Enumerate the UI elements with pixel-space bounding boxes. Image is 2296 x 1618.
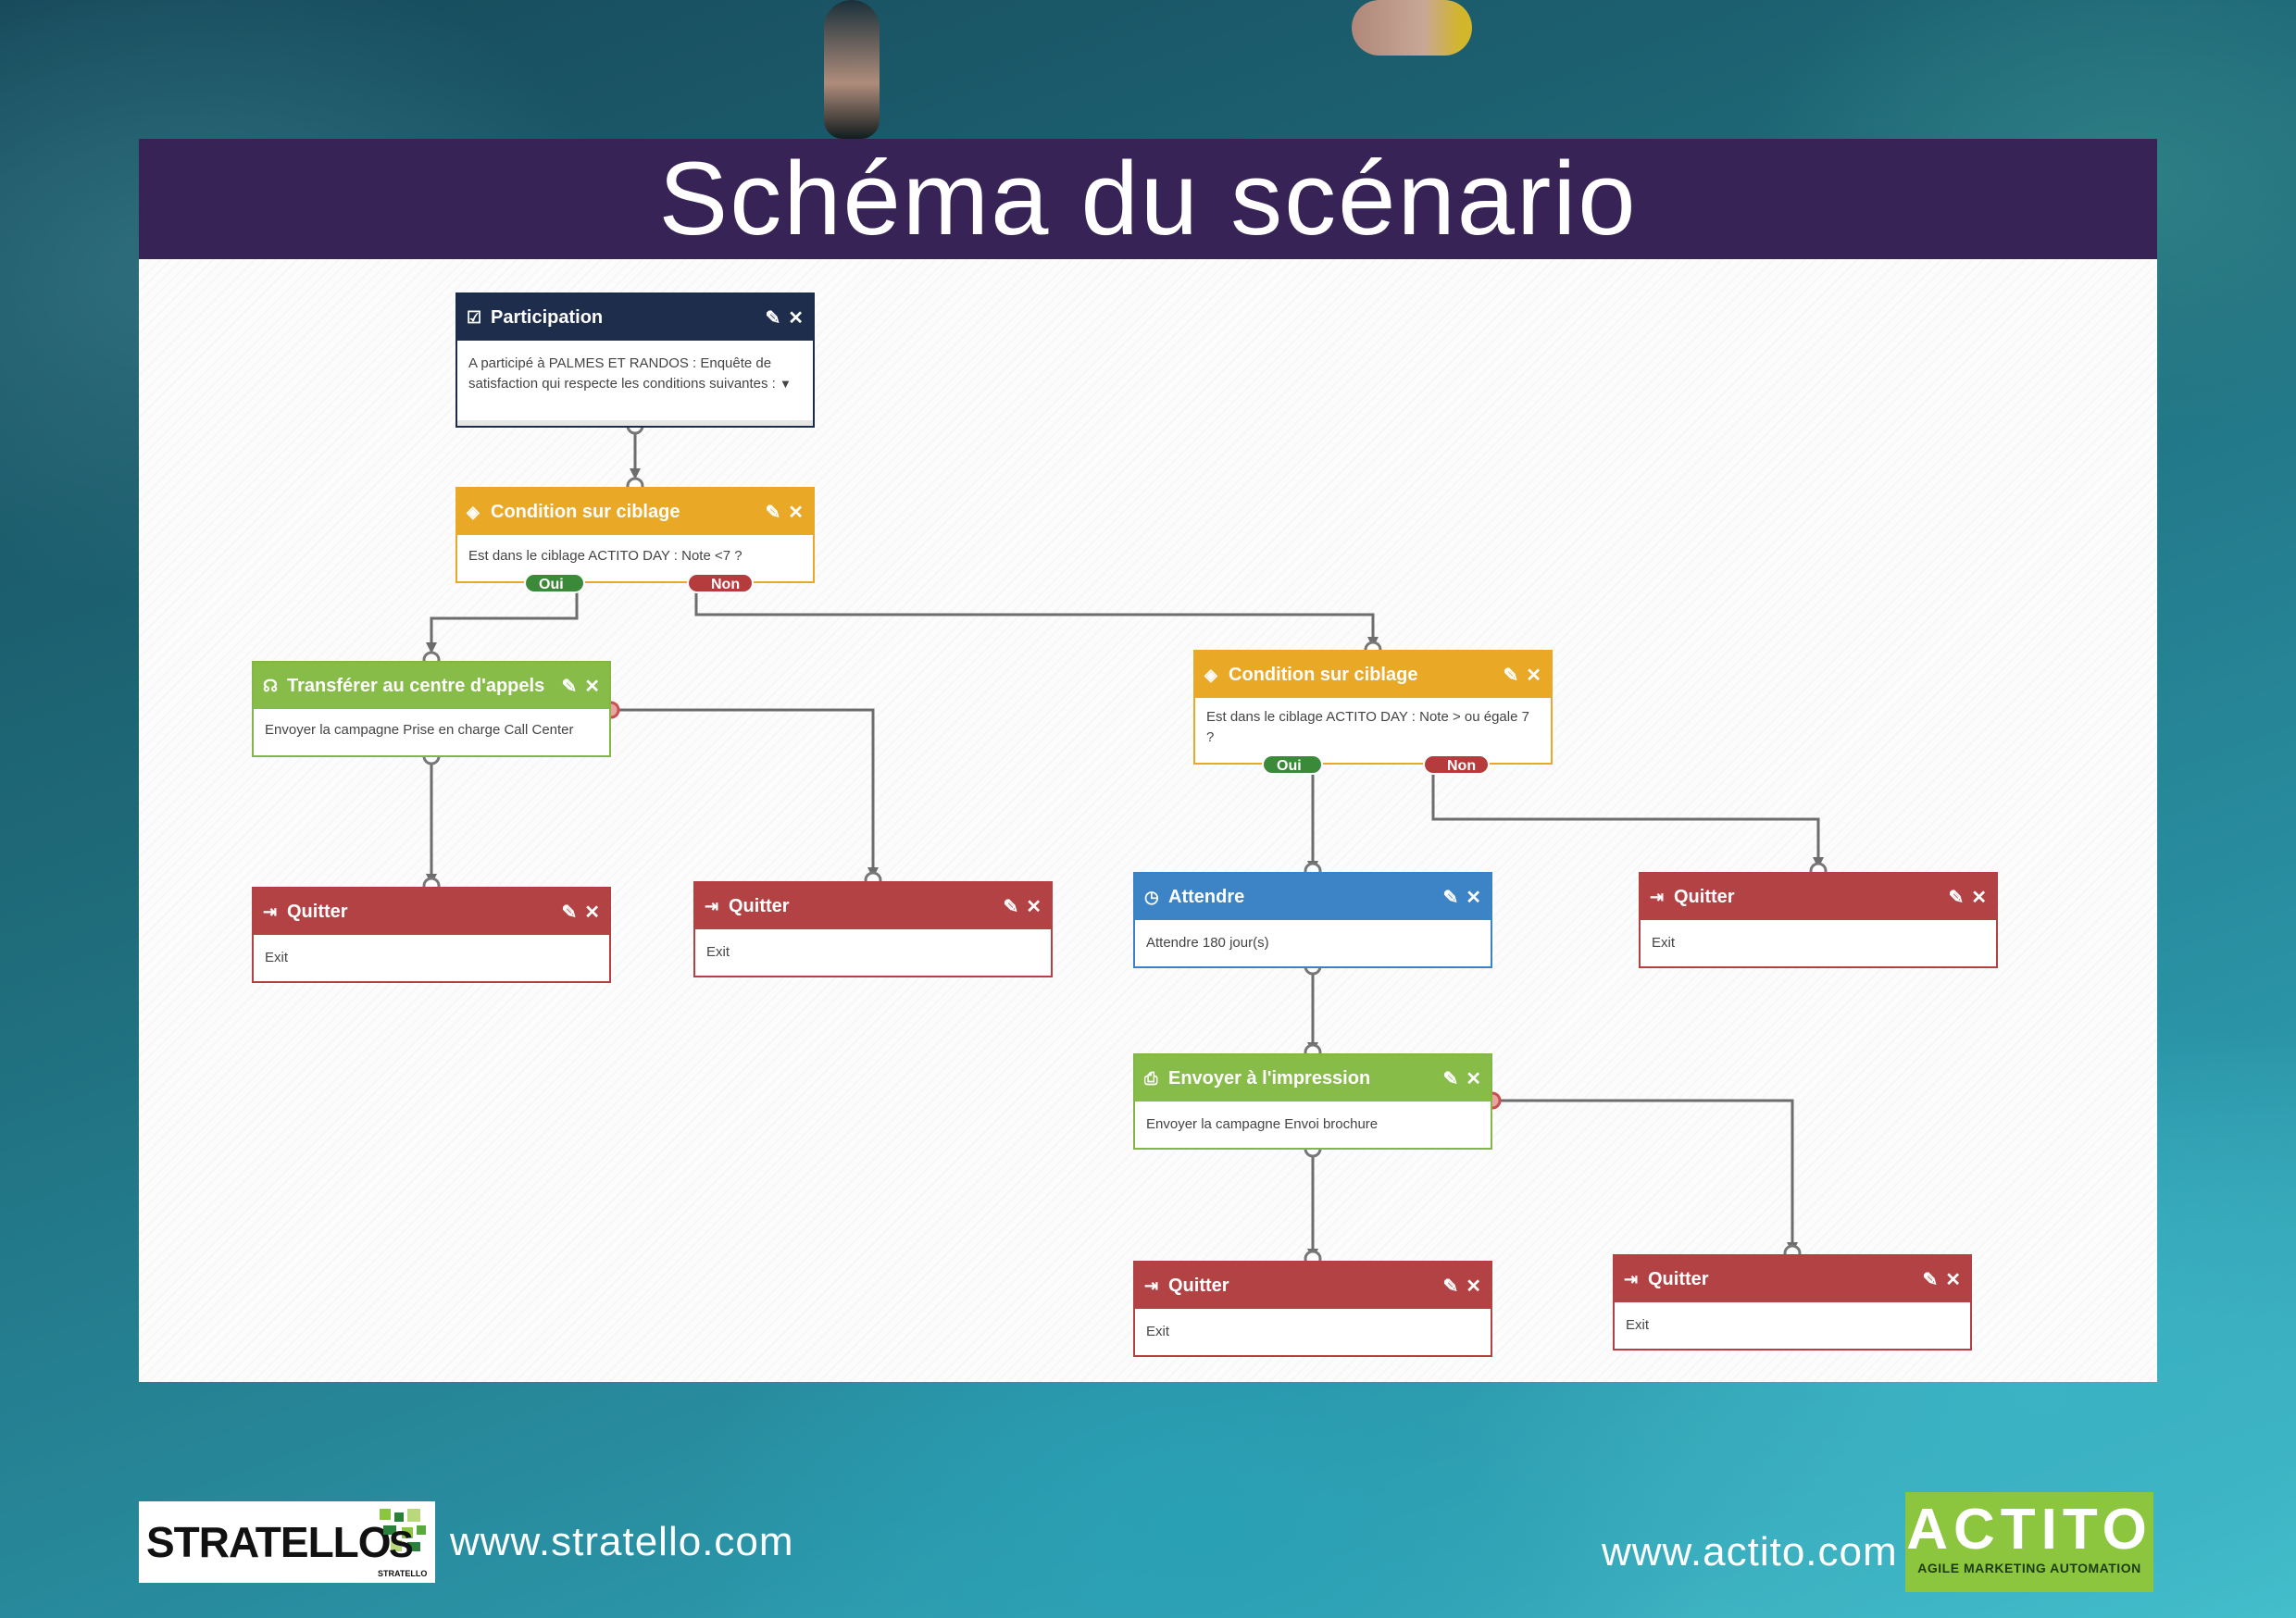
close-icon[interactable]: ✕ <box>1971 887 1987 908</box>
node-title: Quitter <box>287 901 348 922</box>
edge-condition2-no-quit3 <box>1431 765 1820 863</box>
node-transfer-call-center[interactable]: ☊ Transférer au centre d'appels ✎ ✕ Envo… <box>252 661 611 757</box>
edit-icon[interactable]: ✎ <box>561 676 578 697</box>
node-description: Exit <box>265 950 289 965</box>
sign-out-icon: ⇥ <box>705 896 719 915</box>
node-condition-1[interactable]: ◈ Condition sur ciblage ✎ ✕ Est dans le … <box>455 487 815 583</box>
edge-print-error-quit5 <box>1492 1099 1794 1248</box>
branch-label: Non <box>711 577 741 592</box>
node-title: Quitter <box>1648 1268 1709 1289</box>
edge-arrow <box>630 468 641 479</box>
node-description: Est dans le ciblage ACTITO DAY : Note <7… <box>468 548 742 564</box>
node-wait[interactable]: ◷ Attendre ✎ ✕ Attendre 180 jour(s) <box>1133 872 1492 968</box>
actito-tagline: AGILE MARKETING AUTOMATION <box>1917 1561 2141 1575</box>
condition-2-yes-branch[interactable]: Oui <box>1262 754 1323 775</box>
sign-out-icon: ⇥ <box>1650 887 1665 906</box>
diamond-icon: ◈ <box>1204 665 1217 684</box>
filter-icon: ▼ <box>780 377 792 391</box>
node-participation[interactable]: ☑ Participation ✎ ✕ A participé à PALMES… <box>455 292 815 428</box>
sign-out-icon: ⇥ <box>1144 1276 1159 1295</box>
node-title: Transférer au centre d'appels <box>287 675 545 696</box>
node-title: Quitter <box>1674 886 1735 907</box>
edge-transfer-error-quit2 <box>611 708 875 873</box>
branch-label: Non <box>1447 758 1477 774</box>
node-description: A participé à PALMES ET RANDOS : Enquête… <box>468 355 776 392</box>
printer-icon: ⎙ <box>1144 1068 1158 1088</box>
stratello-logo: STRATELLO S STRATELLO <box>139 1501 435 1583</box>
node-description: Exit <box>1626 1317 1650 1333</box>
actito-logo: ACTITO AGILE MARKETING AUTOMATION <box>1905 1492 2153 1592</box>
node-title: Quitter <box>729 895 790 916</box>
sign-out-icon: ⇥ <box>1624 1269 1639 1288</box>
branch-label: Oui <box>539 577 564 592</box>
node-send-to-print[interactable]: ⎙ Envoyer à l'impression ✎ ✕ Envoyer la … <box>1133 1053 1492 1150</box>
node-description: Exit <box>1146 1324 1170 1339</box>
edit-icon[interactable]: ✎ <box>765 307 781 329</box>
node-title: Envoyer à l'impression <box>1168 1067 1371 1089</box>
edit-icon[interactable]: ✎ <box>1442 887 1459 908</box>
node-condition-2[interactable]: ◈ Condition sur ciblage ✎ ✕ Est dans le … <box>1193 650 1553 765</box>
background-swimmer <box>824 0 880 139</box>
edit-icon[interactable]: ✎ <box>1503 665 1519 686</box>
headset-icon: ☊ <box>263 676 278 695</box>
node-title: Condition sur ciblage <box>491 501 680 522</box>
close-icon[interactable]: ✕ <box>788 307 804 329</box>
close-icon[interactable]: ✕ <box>1466 887 1481 908</box>
node-description: Envoyer la campagne Envoi brochure <box>1146 1116 1379 1132</box>
connector-layer <box>422 417 1828 1268</box>
edit-icon[interactable]: ✎ <box>1442 1068 1459 1089</box>
edit-icon[interactable]: ✎ <box>1922 1269 1939 1290</box>
scenario-canvas: ☑ Participation ✎ ✕ A participé à PALMES… <box>139 259 2157 1382</box>
node-title: Attendre <box>1168 886 1245 907</box>
background-swimmer <box>1352 0 1472 56</box>
close-icon[interactable]: ✕ <box>1466 1068 1481 1089</box>
node-quit-2[interactable]: ⇥ Quitter ✎ ✕ Exit <box>693 881 1053 977</box>
branch-label: Oui <box>1277 758 1302 774</box>
node-quit-5[interactable]: ⇥ Quitter ✎ ✕ Exit <box>1613 1254 1972 1350</box>
edge-condition1-yes-transfer <box>430 583 579 648</box>
edit-icon[interactable]: ✎ <box>1442 1276 1459 1297</box>
edit-icon[interactable]: ✎ <box>765 502 781 523</box>
node-quit-1[interactable]: ⇥ Quitter ✎ ✕ Exit <box>252 887 611 983</box>
close-icon[interactable]: ✕ <box>1526 665 1541 686</box>
footer-stratello: STRATELLO S STRATELLO www.stratello.com <box>139 1501 794 1583</box>
node-description: Exit <box>706 944 730 960</box>
title-bar: Schéma du scénario <box>139 139 2157 259</box>
node-title: Quitter <box>1168 1275 1229 1296</box>
node-description: Exit <box>1652 935 1676 951</box>
stratello-mark-text: STRATELLO <box>378 1569 427 1578</box>
edge-condition1-no-condition2 <box>694 583 1375 642</box>
svg-text:S: S <box>389 1525 414 1565</box>
edit-icon[interactable]: ✎ <box>1948 887 1965 908</box>
node-title: Condition sur ciblage <box>1229 664 1418 685</box>
close-icon[interactable]: ✕ <box>584 902 600 923</box>
node-title: Participation <box>491 306 604 328</box>
clock-icon: ◷ <box>1144 887 1159 906</box>
edit-icon[interactable]: ✎ <box>1003 896 1019 917</box>
stratello-url-link[interactable]: www.stratello.com <box>450 1519 794 1564</box>
close-icon[interactable]: ✕ <box>788 502 804 523</box>
stratello-logo-text: STRATELLO <box>146 1518 392 1566</box>
actito-logo-text: ACTITO <box>1906 1498 2152 1562</box>
edit-icon[interactable]: ✎ <box>561 902 578 923</box>
edge-arrow <box>426 642 437 653</box>
condition-1-no-branch[interactable]: Non <box>687 573 754 593</box>
stratello-mark-icon: S STRATELLO <box>378 1509 427 1578</box>
close-icon[interactable]: ✕ <box>1026 896 1042 917</box>
close-icon[interactable]: ✕ <box>584 676 600 697</box>
close-icon[interactable]: ✕ <box>1945 1269 1961 1290</box>
close-icon[interactable]: ✕ <box>1466 1276 1481 1297</box>
node-quit-3[interactable]: ⇥ Quitter ✎ ✕ Exit <box>1639 872 1998 968</box>
check-square-icon: ☑ <box>467 307 482 327</box>
condition-2-no-branch[interactable]: Non <box>1423 754 1490 775</box>
actito-url-link[interactable]: www.actito.com <box>1602 1529 1898 1574</box>
node-description: Envoyer la campagne Prise en charge Call… <box>265 722 574 738</box>
node-quit-4[interactable]: ⇥ Quitter ✎ ✕ Exit <box>1133 1261 1492 1357</box>
condition-1-yes-branch[interactable]: Oui <box>524 573 585 593</box>
diamond-icon: ◈ <box>467 502 480 521</box>
page-title: Schéma du scénario <box>658 141 1638 256</box>
sign-out-icon: ⇥ <box>263 902 278 921</box>
node-description: Attendre 180 jour(s) <box>1146 935 1269 951</box>
node-description: Est dans le ciblage ACTITO DAY : Note > … <box>1206 709 1529 745</box>
